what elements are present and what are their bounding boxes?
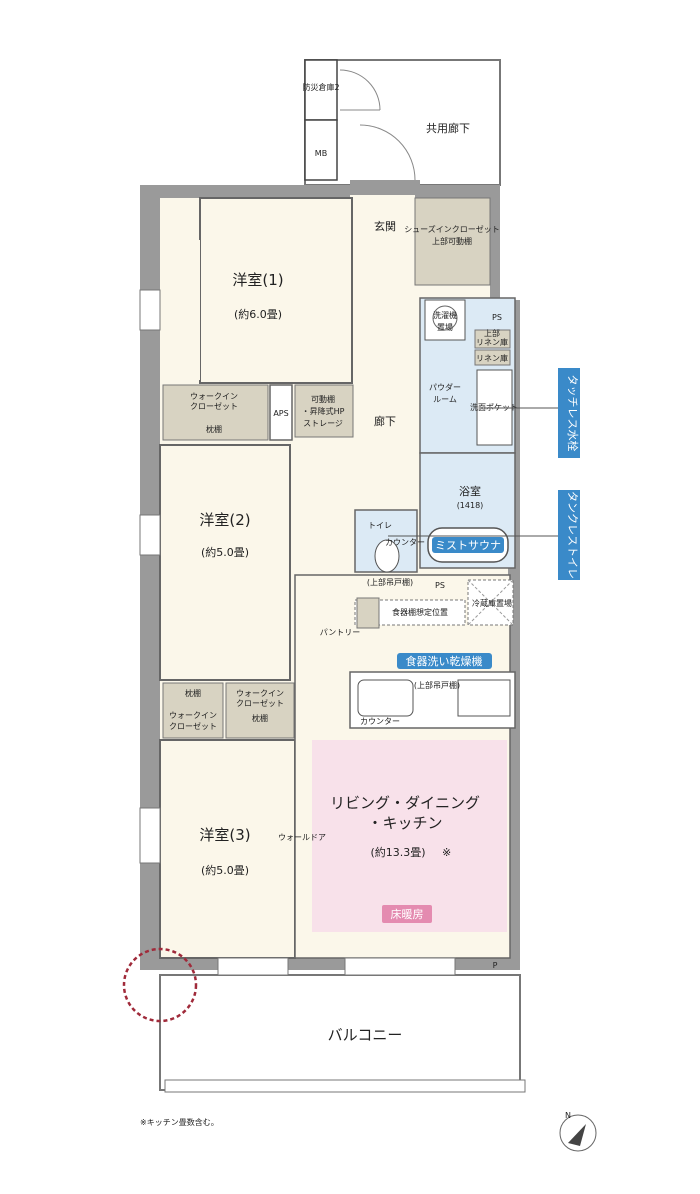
ldk-label-2: ・キッチン [367, 814, 442, 832]
yoshitsu-1-label: 洋室(1) [232, 271, 283, 289]
powder-room-label-1: パウダー [429, 382, 461, 392]
kitchen-counter-label: カウンター [360, 717, 400, 726]
tag-dishwasher: 食器洗い乾燥機 [397, 653, 492, 669]
ldk-area [294, 574, 516, 959]
storage-label-1: 可動棚 [311, 394, 335, 404]
linen-label: リネン庫 [476, 353, 508, 363]
tankless-label: タンクレストイレ [566, 491, 579, 579]
washer-label-1: 洗濯機 [433, 310, 457, 320]
shoe-closet-label: シューズインクローゼット [404, 224, 500, 234]
toilet-upper-label: (上部吊戸棚) [367, 577, 413, 587]
powder-room-label-2: ルーム [433, 395, 457, 404]
wic2-shelf-label: 枕棚 [185, 688, 201, 698]
compass: N [559, 1111, 597, 1152]
ldk-label-1: リビング・ダイニング [330, 794, 480, 812]
tag-floor-heating: 床暖房 [382, 905, 432, 923]
common-corridor [304, 59, 501, 186]
p-label: P [493, 961, 498, 970]
room-yoshitsu-2 [159, 444, 291, 681]
closets [162, 197, 491, 739]
wic2-label-2: クローゼット [169, 721, 217, 731]
common-corridor-label: 共用廊下 [426, 121, 470, 135]
balcony-label: バルコニー [328, 1026, 403, 1044]
corridor-label: 廊下 [374, 414, 396, 428]
bath-size: (1418) [457, 501, 484, 510]
fridge-label: 冷蔵庫置場 [472, 598, 512, 608]
wic2-label-1: ウォークイン [169, 711, 217, 720]
wic1-shelf-label: 枕棚 [206, 424, 222, 434]
wic3-label-1: ウォークイン [236, 689, 284, 698]
yoshitsu-3-size: (約5.0畳) [201, 863, 249, 877]
ps-top-label: PS [492, 313, 502, 322]
floor-heating-label: 床暖房 [391, 907, 424, 921]
compass-letter: N [565, 1111, 571, 1120]
yoshitsu-3-label: 洋室(3) [199, 826, 250, 844]
linen-upper-label-2: リネン庫 [476, 337, 508, 347]
shoe-closet-shelf-label: 上部可動棚 [432, 236, 472, 246]
wic3-shelf-label: 枕棚 [252, 713, 268, 723]
wash-pocket-label: 洗面ポケット [470, 402, 518, 412]
walldoor-label: ウォールドア [278, 833, 326, 842]
room-yoshitsu-3 [159, 739, 296, 959]
tag-tankless: タンクレストイレ [388, 490, 580, 580]
ldk-note-mark: ※ [442, 846, 451, 859]
entrance-label: 玄関 [374, 219, 396, 233]
room-yoshitsu-1 [160, 197, 353, 384]
dishwasher-label: 食器洗い乾燥機 [406, 654, 483, 668]
compass-arrow-icon [568, 1124, 586, 1146]
washer-label-2: 置場 [437, 322, 453, 332]
yoshitsu-1-size: (約6.0畳) [234, 307, 282, 321]
toilet-counter-label: カウンター [385, 538, 425, 547]
pantry-label: パントリー [320, 628, 360, 637]
yoshitsu-2-size: (約5.0畳) [201, 545, 249, 559]
tag-mist-sauna: ミストサウナ [432, 537, 504, 553]
yoshitsu-2-label: 洋室(2) [199, 511, 250, 529]
aps-label: APS [273, 409, 288, 418]
mist-sauna-label: ミストサウナ [435, 539, 501, 552]
wic3-label-2: クローゼット [236, 698, 284, 708]
storage-label-3: ストレージ [303, 419, 343, 428]
kitchen-upper-label: (上部吊戸棚) [414, 680, 460, 690]
touchless-label: タッチレス水栓 [566, 375, 580, 452]
window-markers [139, 289, 456, 976]
ldk-size: (約13.3畳) [370, 845, 425, 859]
tag-touchless: タッチレス水栓 [484, 368, 580, 458]
bousai-label: 防災倉庫2 [302, 82, 339, 92]
storage-label-2: ・昇降式HP [302, 406, 345, 416]
mb-label: MB [315, 149, 327, 158]
footnote: ※キッチン畳数含む。 [140, 1117, 219, 1127]
wic1-label-1: ウォークイン [190, 392, 238, 401]
toilet-label: トイレ [368, 521, 392, 530]
linen-upper-label-1: 上部 [484, 328, 500, 338]
balcony [122, 947, 526, 1093]
ps-mid-label: PS [435, 581, 445, 590]
wic1-label-2: クローゼット [190, 401, 238, 411]
bath-label: 浴室 [459, 484, 481, 498]
dish-rack-label: 食器棚想定位置 [392, 607, 448, 617]
